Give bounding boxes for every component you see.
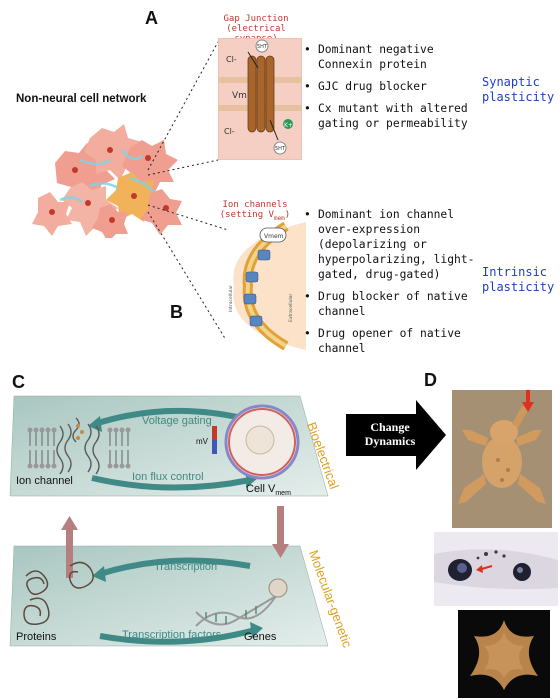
synaptic-plasticity-label: Synaptic plasticity <box>482 75 555 104</box>
bullet-item: •Dominant negative Connexin protein <box>304 43 434 71</box>
panel-a-letter: A <box>145 8 158 28</box>
panel-c-letter: C <box>12 372 25 392</box>
svg-text:Ion flux control: Ion flux control <box>132 471 204 483</box>
panel-a-bullets: •Dominant negative Connexin protein •GJC… <box>304 42 474 138</box>
panel-b-letter: B <box>170 302 183 322</box>
svg-text:mV: mV <box>196 437 209 446</box>
change-dynamics-label: Change Dynamics <box>364 420 416 448</box>
ion-channel-diagram: Vmem Intracellular Extracellular <box>228 222 306 350</box>
svg-text:Ion channel: Ion channel <box>16 475 73 487</box>
svg-text:Voltage gating: Voltage gating <box>142 415 212 427</box>
svg-text:K+: K+ <box>284 122 293 129</box>
svg-text:5HT: 5HT <box>275 146 286 152</box>
cell-network <box>32 124 182 238</box>
svg-text:Cell Vmem: Cell Vmem <box>246 483 291 497</box>
svg-text:Extracellular: Extracellular <box>288 294 294 322</box>
svg-text:Genes: Genes <box>244 631 277 643</box>
svg-text:Transcription factors: Transcription factors <box>122 629 222 641</box>
bullet-item: •GJC drug blocker <box>304 80 427 93</box>
svg-text:Cl-: Cl- <box>226 55 237 64</box>
svg-text:Vm: Vm <box>232 91 247 101</box>
network-label: Non-neural cell network <box>16 93 147 105</box>
bullet-item: •Cx mutant with altered gating or permea… <box>304 102 468 130</box>
intrinsic-plasticity-label: Intrinsic plasticity <box>482 265 555 294</box>
bullet-item: •Drug blocker of native channel <box>304 290 468 318</box>
planarian-photo <box>458 610 550 698</box>
svg-text:Intracellular: Intracellular <box>228 285 234 312</box>
frog-photo <box>452 390 552 528</box>
zoom-lines <box>147 41 229 341</box>
svg-text:Cl-: Cl- <box>224 127 235 136</box>
svg-text:Proteins: Proteins <box>16 631 57 643</box>
panel-b-bullets: •Dominant ion channel over-expression (d… <box>304 207 480 363</box>
change-dynamics-arrow <box>346 400 446 470</box>
bullet-item: •Drug opener of native channel <box>304 327 461 355</box>
svg-text:5HT: 5HT <box>257 44 268 50</box>
bullet-item: •Dominant ion channel over-expression (d… <box>304 208 475 281</box>
panel-d-letter: D <box>424 370 437 390</box>
panel-c-planes: Ion channel mV Cell Vmem Voltage gating … <box>9 395 329 647</box>
gap-junction-diagram: Cl- Cl- Vm K+ 5HT 5HT <box>218 38 302 160</box>
svg-text:Transcription: Transcription <box>154 561 217 573</box>
ion-channels-title: Ion channels (setting Vmem) <box>219 200 291 222</box>
svg-text:Vmem: Vmem <box>264 233 284 240</box>
tadpole-photo <box>434 532 558 606</box>
